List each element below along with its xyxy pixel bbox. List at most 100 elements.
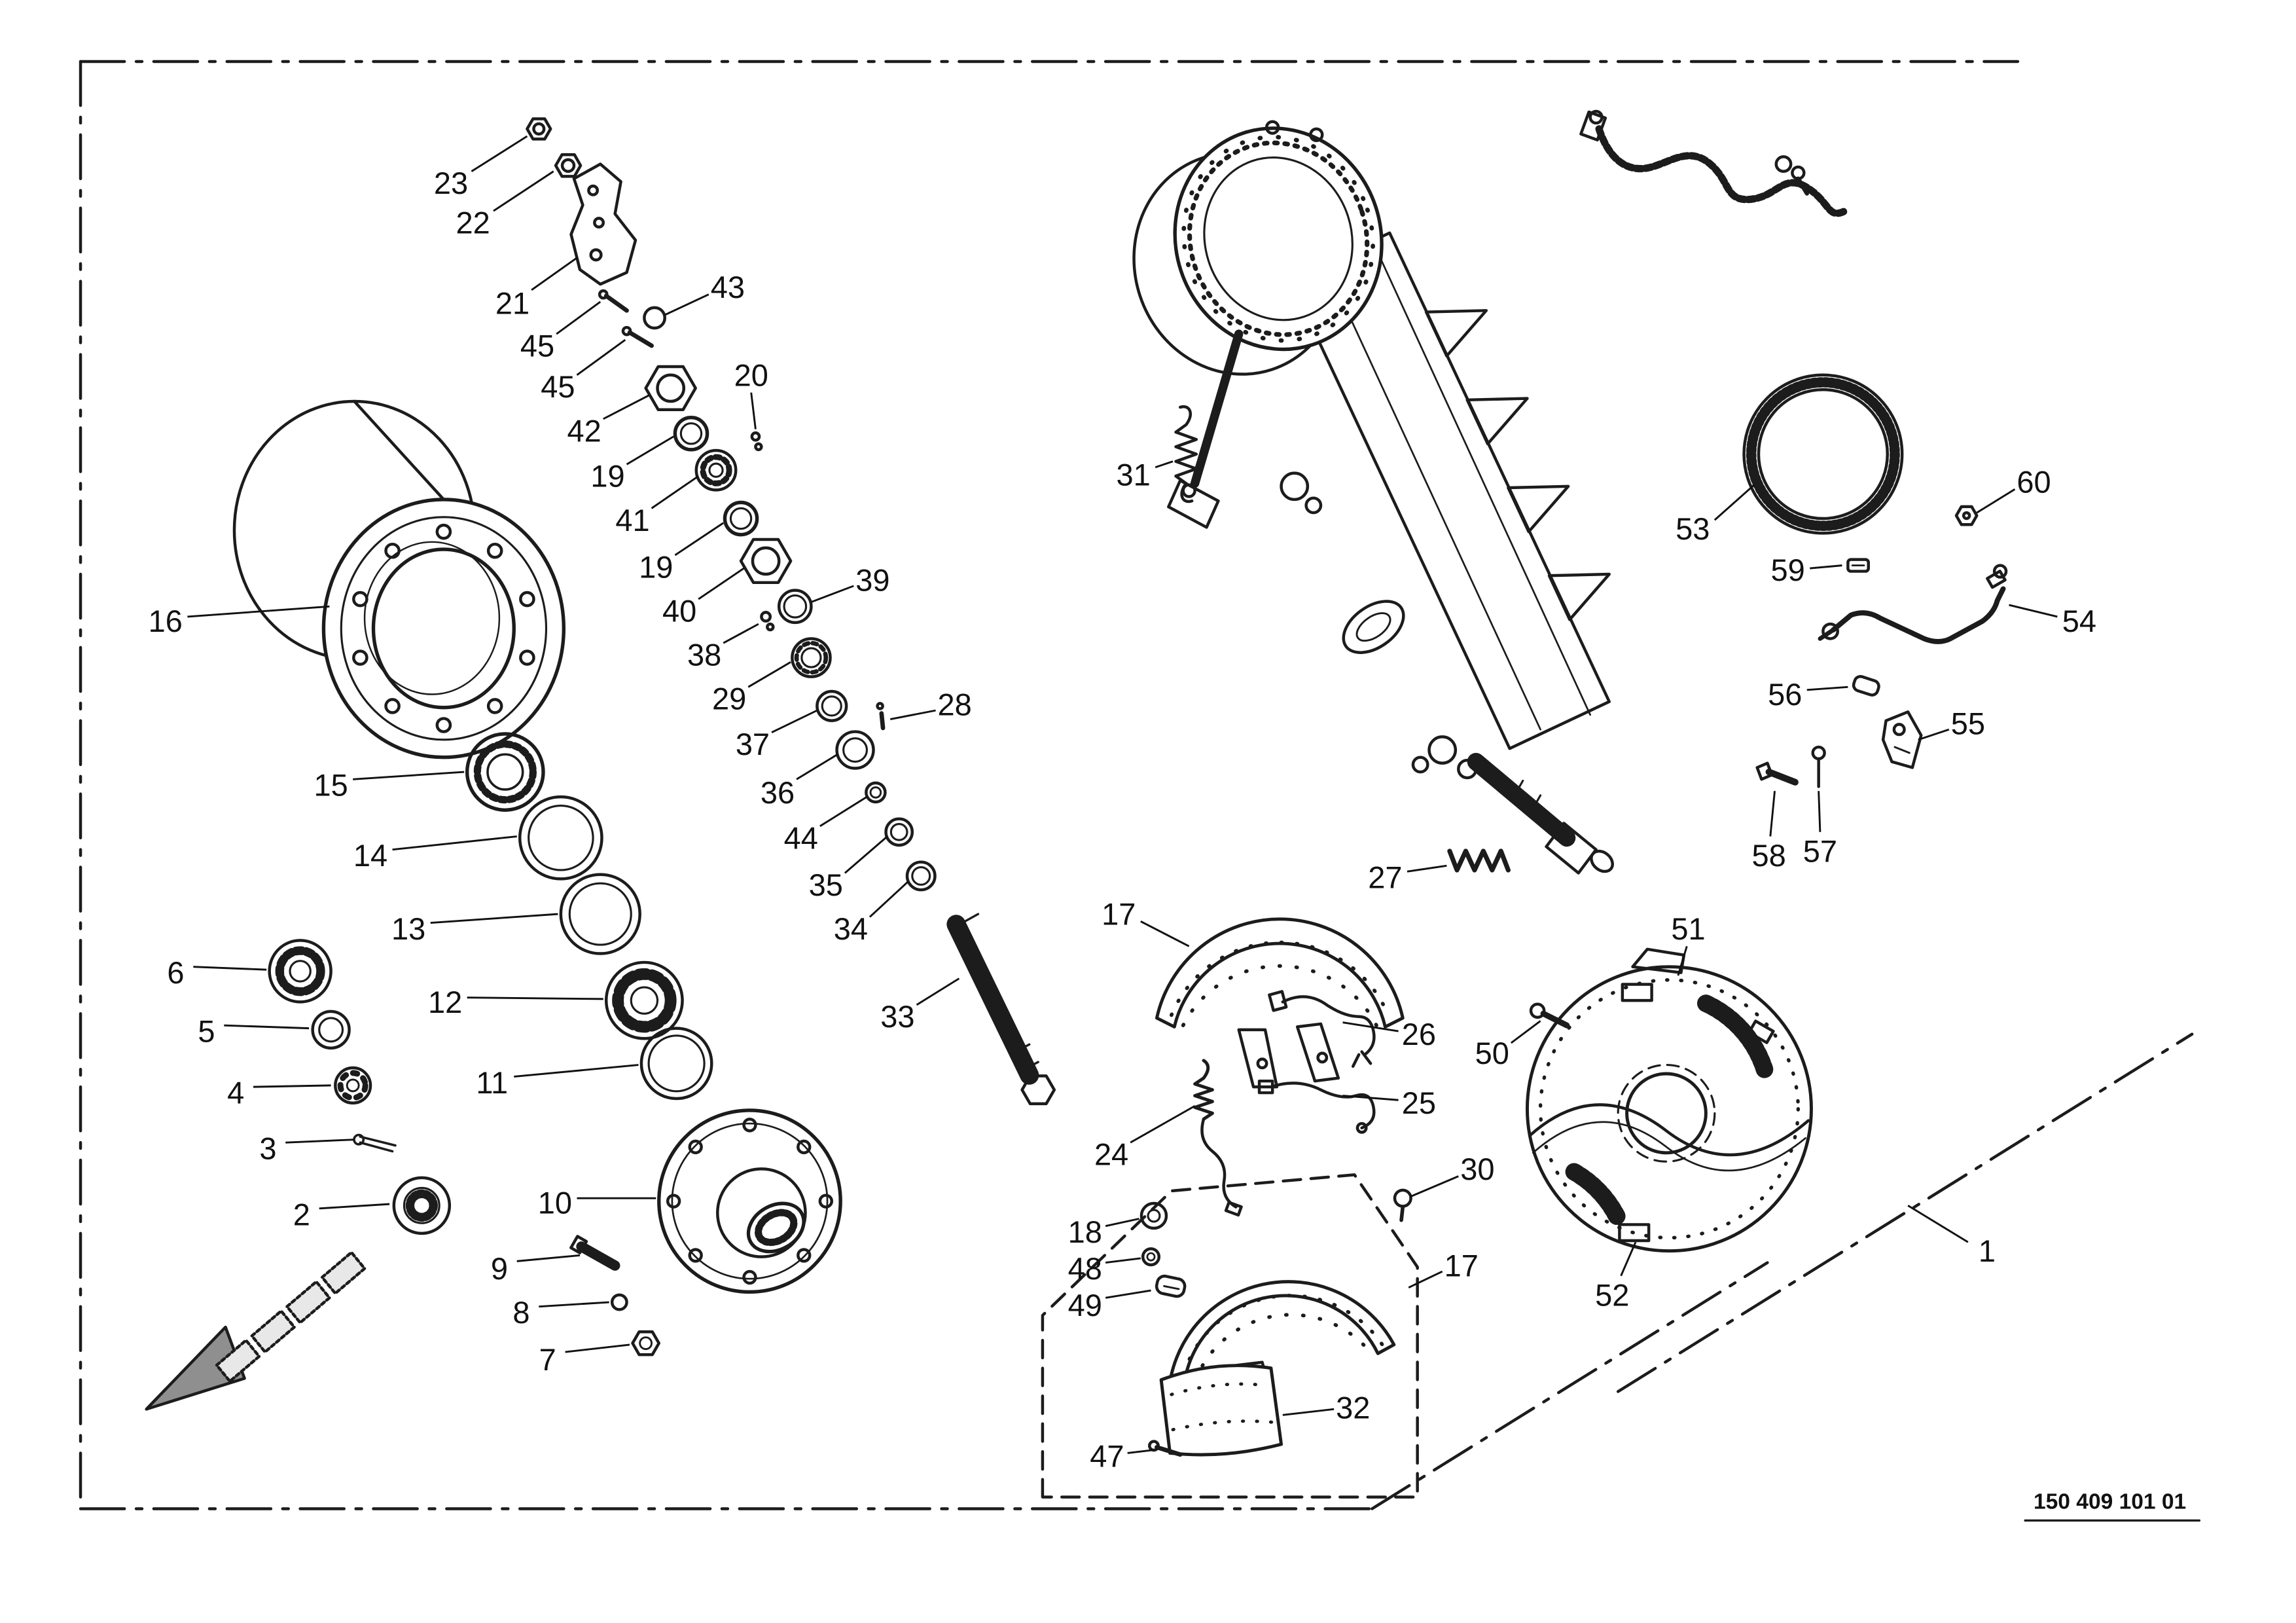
callout-40-41: 40 <box>662 593 696 628</box>
callout-leader-36-37 <box>796 753 838 780</box>
callout-16-15: 16 <box>149 604 183 638</box>
callout-leader-21-22 <box>531 257 578 291</box>
small-hardware <box>1139 1188 1412 1298</box>
callout-30-31: 30 <box>1460 1152 1494 1186</box>
callout-44-45: 44 <box>784 820 818 855</box>
callout-leader-44-45 <box>819 795 868 828</box>
callout-38-39: 38 <box>687 638 721 672</box>
callout-leader-45-46 <box>556 301 601 335</box>
callout-26-27: 26 <box>1402 1017 1436 1051</box>
callout-leader-32-33 <box>1282 1408 1335 1416</box>
callout-leader-54-55 <box>2009 604 2058 618</box>
callout-leader-15-14 <box>353 771 465 780</box>
callout-58-59: 58 <box>1751 838 1785 873</box>
callout-leader-30-31 <box>1409 1175 1459 1198</box>
callout-leader-41-42 <box>651 475 699 509</box>
callout-leader-2-1 <box>319 1203 390 1210</box>
callout-39-40: 39 <box>855 562 889 597</box>
callout-17-17: 17 <box>1444 1249 1479 1283</box>
steering-knuckle-and-fastener-chain <box>526 117 1056 1106</box>
callout-leader-57-58 <box>1818 791 1821 832</box>
callout-7-6: 7 <box>539 1342 556 1377</box>
callout-leader-38-39 <box>723 623 759 644</box>
callout-5-4: 5 <box>198 1014 215 1049</box>
callout-leader-52-53 <box>1620 1241 1637 1277</box>
callout-19-20: 19 <box>639 549 673 584</box>
callout-leader-27-28 <box>1407 864 1447 873</box>
callout-leader-53-54 <box>1713 484 1755 521</box>
callout-leader-48-49 <box>1105 1257 1141 1264</box>
callout-54-55: 54 <box>2062 604 2096 638</box>
callout-22-23: 22 <box>456 206 490 240</box>
callout-leader-42-43 <box>603 394 649 420</box>
callout-28-29: 28 <box>938 687 972 722</box>
sheet-border <box>79 60 2201 1522</box>
callout-leader-40-41 <box>698 567 745 600</box>
callouts-layer: 1234567891011121314151617171819192021222… <box>149 135 2096 1473</box>
callout-leader-34-35 <box>869 881 909 918</box>
callout-leader-5-4 <box>224 1024 310 1030</box>
callout-leader-45-47 <box>576 338 626 376</box>
callout-2-1: 2 <box>293 1197 310 1231</box>
wiring-harness <box>1579 109 1849 217</box>
callout-leader-43-44 <box>664 293 709 316</box>
callout-leader-37-38 <box>771 709 818 733</box>
callout-25-26: 25 <box>1402 1085 1436 1120</box>
drawing-number: 150 409 101 01 <box>2034 1489 2186 1514</box>
callout-leader-55-56 <box>1918 728 1950 741</box>
callout-leader-47-48 <box>1127 1449 1153 1454</box>
callout-13-12: 13 <box>391 911 425 946</box>
brake-backing-plates <box>1525 947 1813 1253</box>
callout-leader-60-61 <box>1976 488 2016 514</box>
callout-33-34: 33 <box>880 999 914 1034</box>
callout-21-22: 21 <box>495 286 529 321</box>
callout-14-13: 14 <box>353 838 387 873</box>
callout-leader-13-12 <box>430 913 558 924</box>
callout-11-10: 11 <box>476 1065 508 1100</box>
callout-leader-59-60 <box>1810 564 1842 570</box>
callout-23-24: 23 <box>434 166 468 200</box>
callout-60-61: 60 <box>2017 465 2051 500</box>
callout-45-47: 45 <box>541 369 575 404</box>
callout-leader-19-19 <box>626 435 674 465</box>
callout-leader-16-15 <box>187 605 330 618</box>
callout-leader-25-26 <box>1342 1095 1399 1101</box>
callout-49-50: 49 <box>1068 1288 1102 1322</box>
callout-leader-20-21 <box>750 392 757 429</box>
callout-leader-50-51 <box>1510 1020 1541 1044</box>
callout-18-18: 18 <box>1068 1214 1102 1249</box>
callout-leader-49-50 <box>1105 1289 1151 1299</box>
callout-1-0: 1 <box>1979 1233 1996 1268</box>
callout-leader-24-25 <box>1130 1104 1196 1144</box>
callout-29-30: 29 <box>712 682 746 716</box>
callout-27-28: 27 <box>1368 860 1402 895</box>
callout-50-51: 50 <box>1475 1036 1509 1070</box>
callout-leader-17-16 <box>1140 921 1190 947</box>
axle-housing-assembly <box>1132 120 1614 875</box>
callout-leader-19-20 <box>674 522 725 556</box>
callout-leader-26-27 <box>1342 1021 1399 1032</box>
callout-24-25: 24 <box>1094 1137 1128 1172</box>
callout-10-9: 10 <box>538 1185 572 1220</box>
callout-42-43: 42 <box>567 413 601 448</box>
callout-20-21: 20 <box>734 357 768 392</box>
callout-leader-4-3 <box>253 1084 331 1088</box>
callout-leader-17-17 <box>1408 1270 1443 1288</box>
callout-52-53: 52 <box>1595 1277 1629 1312</box>
callout-53-54: 53 <box>1676 511 1710 546</box>
callout-9-8: 9 <box>491 1251 508 1286</box>
callout-6-5: 6 <box>167 955 184 990</box>
callout-leader-58-59 <box>1769 791 1776 837</box>
callout-8-7: 8 <box>512 1295 529 1330</box>
callout-37-38: 37 <box>736 727 770 761</box>
callout-leader-39-40 <box>810 585 854 603</box>
callout-leader-9-8 <box>516 1254 581 1262</box>
callout-55-56: 55 <box>1951 706 1985 741</box>
brake-springs-and-cables <box>1174 405 1511 1217</box>
callout-57-58: 57 <box>1803 833 1837 868</box>
callout-51-52: 51 <box>1671 911 1705 946</box>
callout-leader-6-5 <box>193 966 267 971</box>
callout-35-36: 35 <box>809 867 843 902</box>
callout-43-44: 43 <box>711 270 745 304</box>
